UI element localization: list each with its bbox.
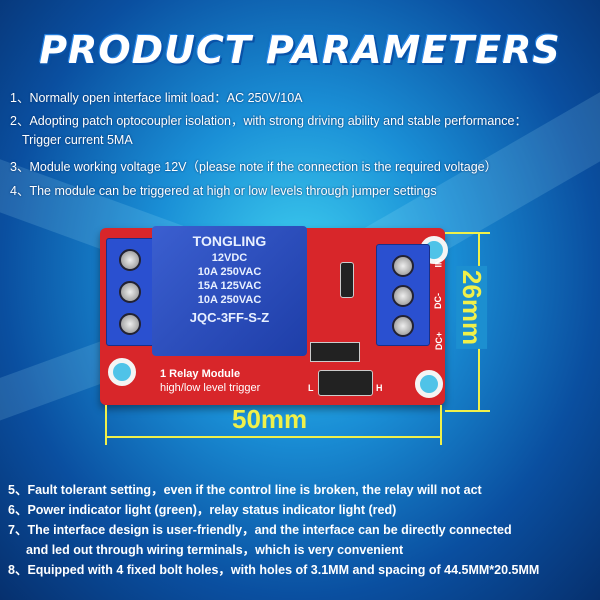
jumper [318,370,373,396]
relay: TONGLING 12VDC 10A 250VAC 15A 125VAC 10A… [152,226,307,356]
feature-5: 5、Fault tolerant setting，even if the con… [8,483,482,497]
left-terminal-block [106,238,156,346]
height-label: 26mm [456,265,488,350]
feature-7: 7、The interface design is user-friendly，… [8,523,512,537]
jumper-label: H [376,383,383,393]
dimension-tick [105,405,107,445]
bolt-hole [108,358,136,386]
feature-8: 8、Equipped with 4 fixed bolt holes，with … [8,563,540,577]
pin-label: DC+ [434,331,445,351]
feature-4: 4、The module can be triggered at high or… [10,184,437,198]
relay-brand: TONGLING [192,233,267,249]
relay-spec: 10A 250VAC [197,266,262,278]
relay-spec: 10A 250VAC [197,294,262,306]
component [340,262,354,298]
dimension-tick [440,405,442,445]
feature-6: 6、Power indicator light (green)，relay st… [8,503,397,517]
relay-spec: 12VDC [211,252,248,264]
right-terminal-block [376,244,430,346]
silkscreen-text: high/low level trigger [160,382,261,394]
bolt-hole [415,370,443,398]
optocoupler [310,342,360,362]
feature-7-cont: and led out through wiring terminals，whi… [26,543,404,557]
relay-model: JQC-3FF-S-Z [189,310,270,325]
pin-label: IN [433,258,444,268]
feature-3: 3、Module working voltage 12V（please note… [10,160,498,174]
dimension-tick [445,232,490,234]
dimension-tick [445,410,490,412]
width-label: 50mm [232,404,308,434]
page-title: PRODUCT PARAMETERS [39,28,561,72]
feature-1: 1、Normally open interface limit load：AC … [10,91,303,105]
feature-2: 2、Adopting patch optocoupler isolation，w… [10,114,527,128]
width-dimension-line [105,436,440,438]
jumper-label: L [308,383,314,393]
relay-spec: 15A 125VAC [197,280,262,292]
silkscreen-text: 1 Relay Module [160,368,241,380]
pin-label: DC- [433,293,443,309]
feature-2-cont: Trigger current 5MA [22,133,133,147]
